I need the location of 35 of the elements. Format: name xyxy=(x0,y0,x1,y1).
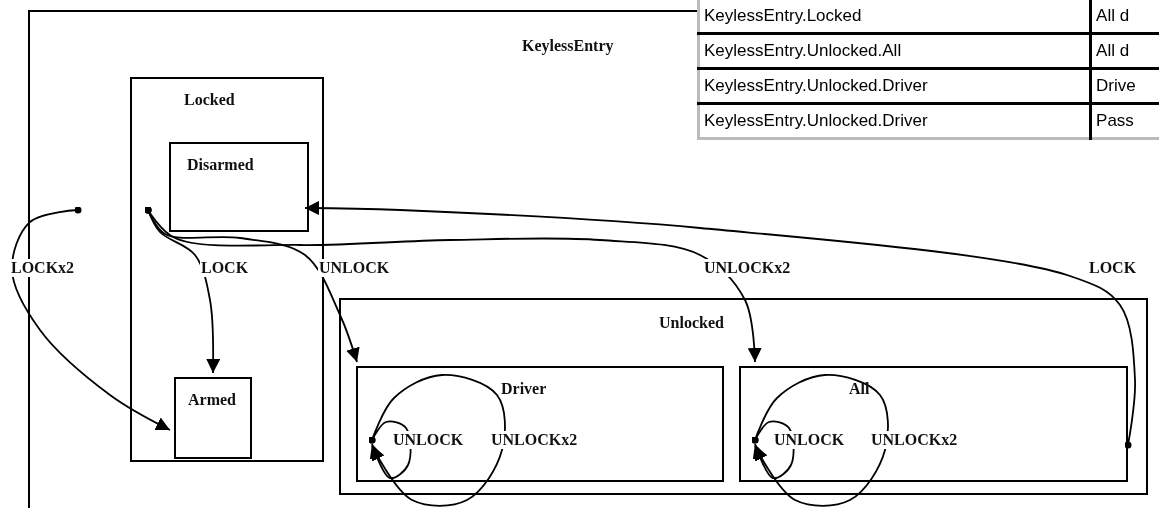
state-box xyxy=(739,366,1128,482)
table-cell: KeylessEntry.Unlocked.Driver xyxy=(698,103,1091,139)
state-name: All xyxy=(849,380,870,398)
state-box xyxy=(174,377,252,459)
edge-label: UNLOCK xyxy=(773,431,846,449)
table-cell: All d xyxy=(1090,0,1159,34)
state-name: Locked xyxy=(184,91,235,109)
state-name: Disarmed xyxy=(187,156,254,174)
table-cell: KeylessEntry.Unlocked.All xyxy=(698,33,1091,69)
edge-label: UNLOCK xyxy=(392,431,465,449)
table-cell: KeylessEntry.Locked xyxy=(698,0,1091,34)
transition-arrow xyxy=(144,206,762,363)
transition-arrow xyxy=(304,201,1136,449)
state-name: KeylessEntry xyxy=(522,37,614,55)
transition-arrow xyxy=(751,374,889,507)
state-box xyxy=(356,366,724,482)
edge-label: LOCK xyxy=(200,259,250,277)
table-cell: Pass xyxy=(1090,103,1159,139)
state-name: Armed xyxy=(188,391,236,409)
state-box xyxy=(169,142,309,232)
transition-arrow xyxy=(368,420,412,480)
edge-label: UNLOCK xyxy=(318,259,391,277)
edge-label: UNLOCKx2 xyxy=(703,259,792,277)
transition-arrow xyxy=(751,420,795,480)
table-cell: KeylessEntry.Unlocked.Driver xyxy=(698,68,1091,104)
table-cell: Drive xyxy=(1090,68,1159,104)
state-name: Unlocked xyxy=(659,314,724,332)
state-name: Driver xyxy=(501,380,547,398)
state-box xyxy=(339,298,1148,495)
edge-label: LOCKx2 xyxy=(10,259,76,277)
edge-label: UNLOCKx2 xyxy=(870,431,959,449)
transition-arrow xyxy=(368,374,506,507)
table-cell: All d xyxy=(1090,33,1159,69)
edge-label: UNLOCKx2 xyxy=(490,431,579,449)
transition-arrow xyxy=(11,206,171,431)
